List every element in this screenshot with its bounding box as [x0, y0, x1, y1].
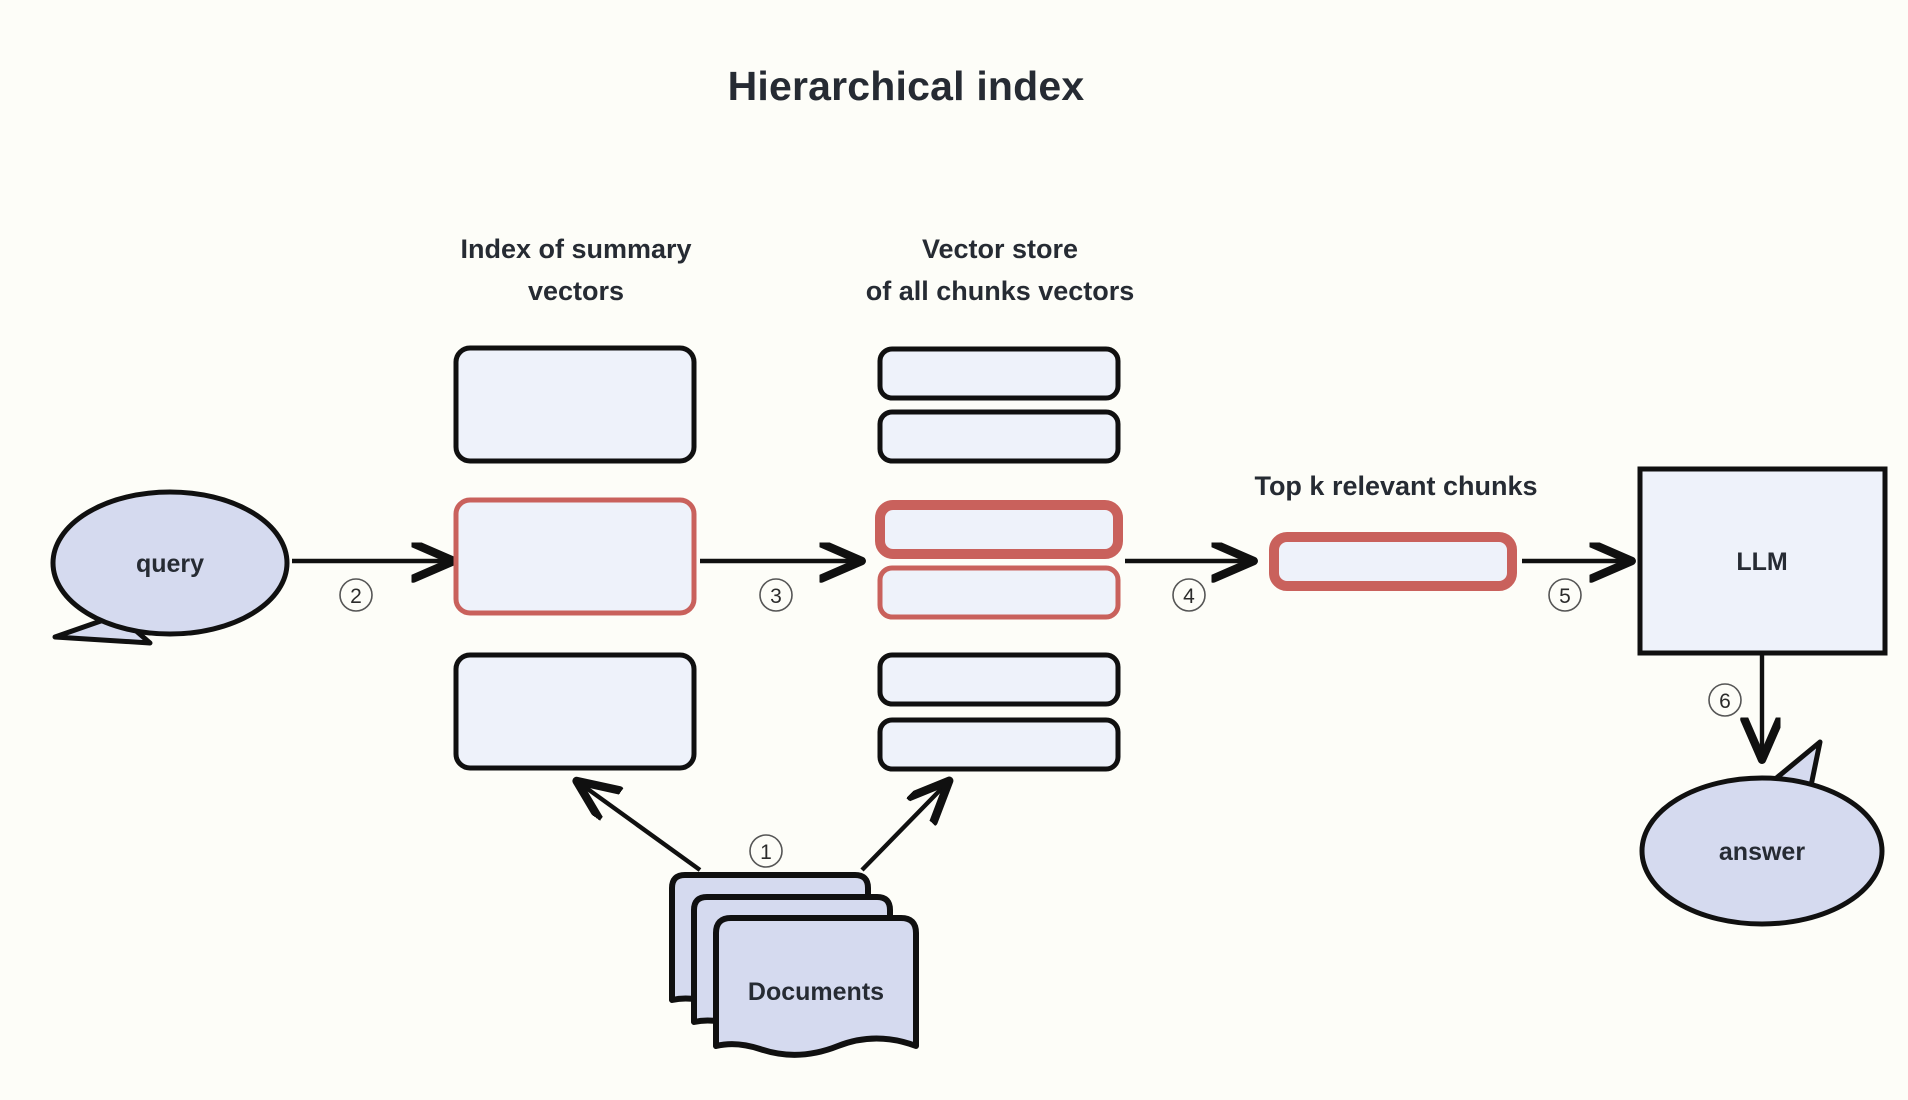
svg-text:6: 6 — [1719, 690, 1731, 713]
chunk-box-3[interactable] — [875, 500, 1123, 559]
llm-box[interactable]: LLM — [1637, 466, 1888, 656]
svg-text:5: 5 — [1559, 585, 1571, 608]
svg-text:4: 4 — [1183, 585, 1195, 608]
query-bubble-body — [50, 489, 290, 637]
documents-label: Documents — [748, 978, 884, 1006]
summary-index-header-line2: vectors — [528, 276, 624, 306]
page-title: Hierarchical index — [728, 63, 1085, 109]
documents-stack[interactable]: Documents — [669, 872, 919, 1058]
chunk-box-6[interactable] — [877, 717, 1121, 772]
query-bubble[interactable]: query — [50, 489, 290, 646]
summary-box-2[interactable] — [453, 497, 697, 616]
step-badge-2: 2 — [339, 578, 373, 612]
chunk-box-1[interactable] — [877, 346, 1121, 401]
answer-bubble[interactable]: answer — [1639, 739, 1885, 927]
topk-chunk-box[interactable] — [1269, 532, 1517, 591]
chunk-box-4[interactable] — [877, 565, 1121, 620]
vector-store-header-line2: of all chunks vectors — [866, 276, 1135, 306]
step-badge-4: 4 — [1172, 578, 1206, 612]
svg-text:1: 1 — [760, 841, 772, 864]
summary-index-header-line1: Index of summary — [460, 234, 691, 264]
svg-text:2: 2 — [350, 585, 362, 608]
chunk-box-2[interactable] — [877, 409, 1121, 464]
step-badge-6: 6 — [1708, 683, 1742, 717]
summary-box-3[interactable] — [453, 652, 697, 771]
llm-label: LLM — [1736, 548, 1787, 576]
query-label: query — [136, 550, 204, 578]
summary-box-1[interactable] — [453, 345, 697, 464]
document-sheet-front — [713, 915, 919, 1058]
arrow-step-1-right — [860, 782, 948, 872]
svg-text:3: 3 — [770, 585, 782, 608]
step-badge-1: 1 — [749, 834, 783, 868]
step-badge-3: 3 — [759, 578, 793, 612]
answer-label: answer — [1719, 838, 1805, 866]
chunk-box-5[interactable] — [877, 652, 1121, 707]
arrow-step-1-left — [578, 782, 702, 872]
vector-store-header-line1: Vector store — [922, 234, 1078, 264]
answer-bubble-body — [1639, 775, 1885, 927]
step-badge-5: 5 — [1548, 578, 1582, 612]
top-k-header: Top k relevant chunks — [1254, 471, 1537, 501]
